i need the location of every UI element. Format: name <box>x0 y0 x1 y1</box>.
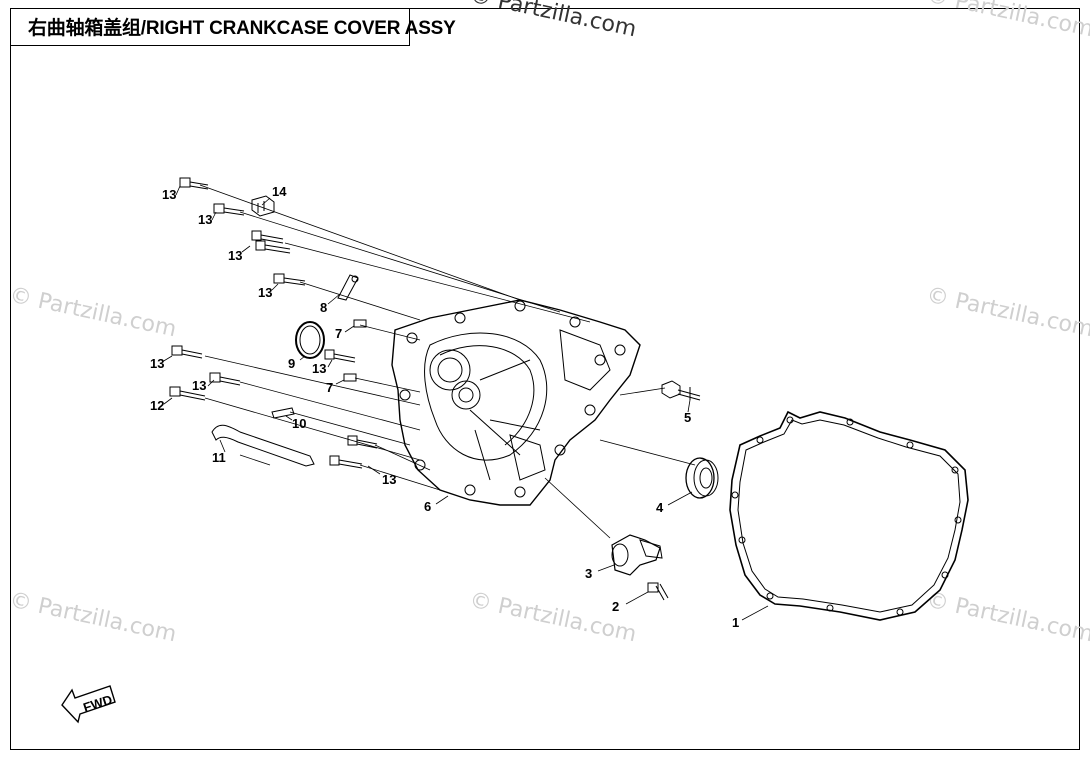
callout-7: 7 <box>335 326 342 341</box>
callout-13: 13 <box>382 472 396 487</box>
diagram-frame <box>10 8 1080 750</box>
bolt-13e <box>171 345 203 359</box>
callout-3: 3 <box>585 566 592 581</box>
part-2-bolt <box>647 582 669 601</box>
bolt-13f <box>209 372 241 386</box>
fwd-arrow: FWD <box>61 685 116 724</box>
callout-13: 13 <box>192 378 206 393</box>
callout-6: 6 <box>424 499 431 514</box>
o-ring-inner <box>299 325 321 355</box>
callout-9: 9 <box>288 356 295 371</box>
callout-11: 11 <box>212 450 226 465</box>
callout-5: 5 <box>684 410 691 425</box>
bolt-13c <box>251 230 291 254</box>
callout-1: 1 <box>732 615 739 630</box>
callout-13: 13 <box>312 361 326 376</box>
part-9-o-ring <box>295 321 325 359</box>
dowel-pin-7b <box>343 373 357 382</box>
callout-4: 4 <box>656 500 664 515</box>
diagram-title: 右曲轴箱盖组/RIGHT CRANKCASE COVER ASSY <box>28 18 456 39</box>
callout-13: 13 <box>162 187 176 202</box>
part-11-tube <box>211 424 315 467</box>
bolt-13d <box>273 273 306 286</box>
callout-12: 12 <box>150 398 164 413</box>
part-14-clip <box>251 195 275 217</box>
callout-13: 13 <box>198 212 212 227</box>
part-5-bolt <box>661 380 701 401</box>
callout-8: 8 <box>320 300 327 315</box>
title-box: 右曲轴箱盖组/RIGHT CRANKCASE COVER ASSY <box>10 8 456 46</box>
callout-2: 2 <box>612 599 619 614</box>
callout-13: 13 <box>150 356 164 371</box>
dowel-pin-7a <box>353 319 367 328</box>
bolt-12 <box>169 386 206 401</box>
callout-7: 7 <box>326 380 333 395</box>
part-10-stud <box>271 407 295 419</box>
bolt-13g <box>324 349 356 363</box>
part-4-oil-seal <box>685 457 719 499</box>
part-6-crankcase-cover <box>391 299 641 506</box>
part-1-gasket <box>729 410 969 621</box>
callout-10: 10 <box>292 416 306 431</box>
callout-14: 14 <box>272 184 287 199</box>
part-3-sensor <box>611 534 663 576</box>
part-8-bracket <box>337 274 359 301</box>
bolt-13a <box>179 177 209 190</box>
bolt-13b <box>213 203 245 216</box>
callout-leaders <box>161 185 769 621</box>
callout-13: 13 <box>228 248 242 263</box>
bolt-13h <box>329 435 378 469</box>
leader-lines <box>199 184 696 539</box>
bracket-hole <box>351 275 359 283</box>
callout-13: 13 <box>258 285 272 300</box>
